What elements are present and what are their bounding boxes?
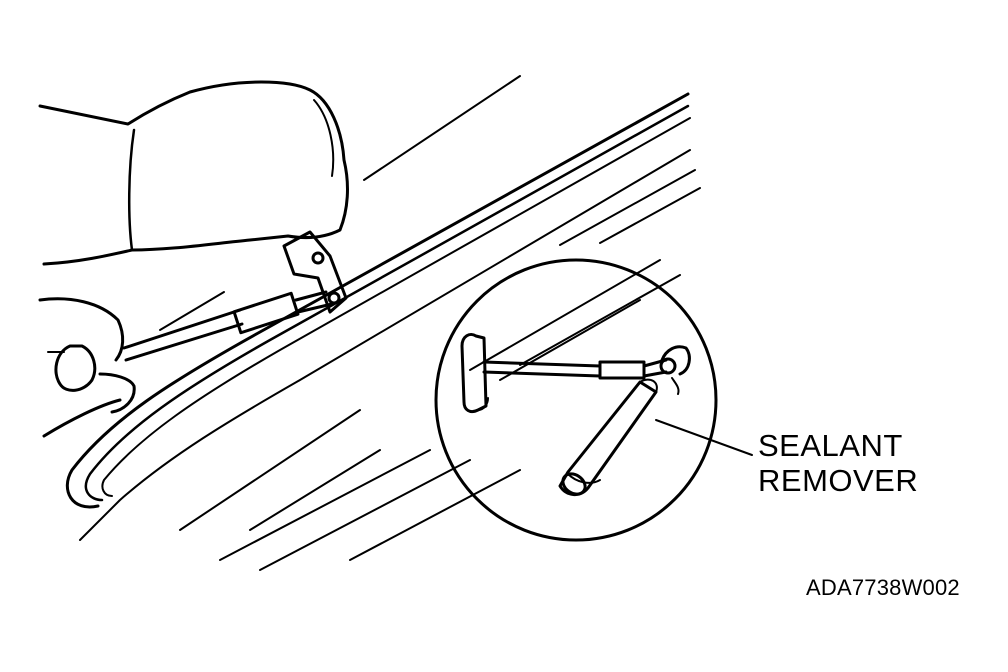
windshield-panel	[65, 75, 701, 571]
gloved-hand	[38, 80, 349, 438]
label-line-2: REMOVER	[758, 463, 919, 498]
callout-leader-line	[655, 419, 753, 456]
sealant-remover-label: SEALANT REMOVER	[758, 428, 918, 498]
tool-detail-inset	[434, 258, 718, 542]
label-line-1: SEALANT	[758, 428, 903, 463]
sealant-remover-tool-in-use	[122, 230, 348, 362]
figure-code: ADA7738W002	[806, 575, 960, 600]
